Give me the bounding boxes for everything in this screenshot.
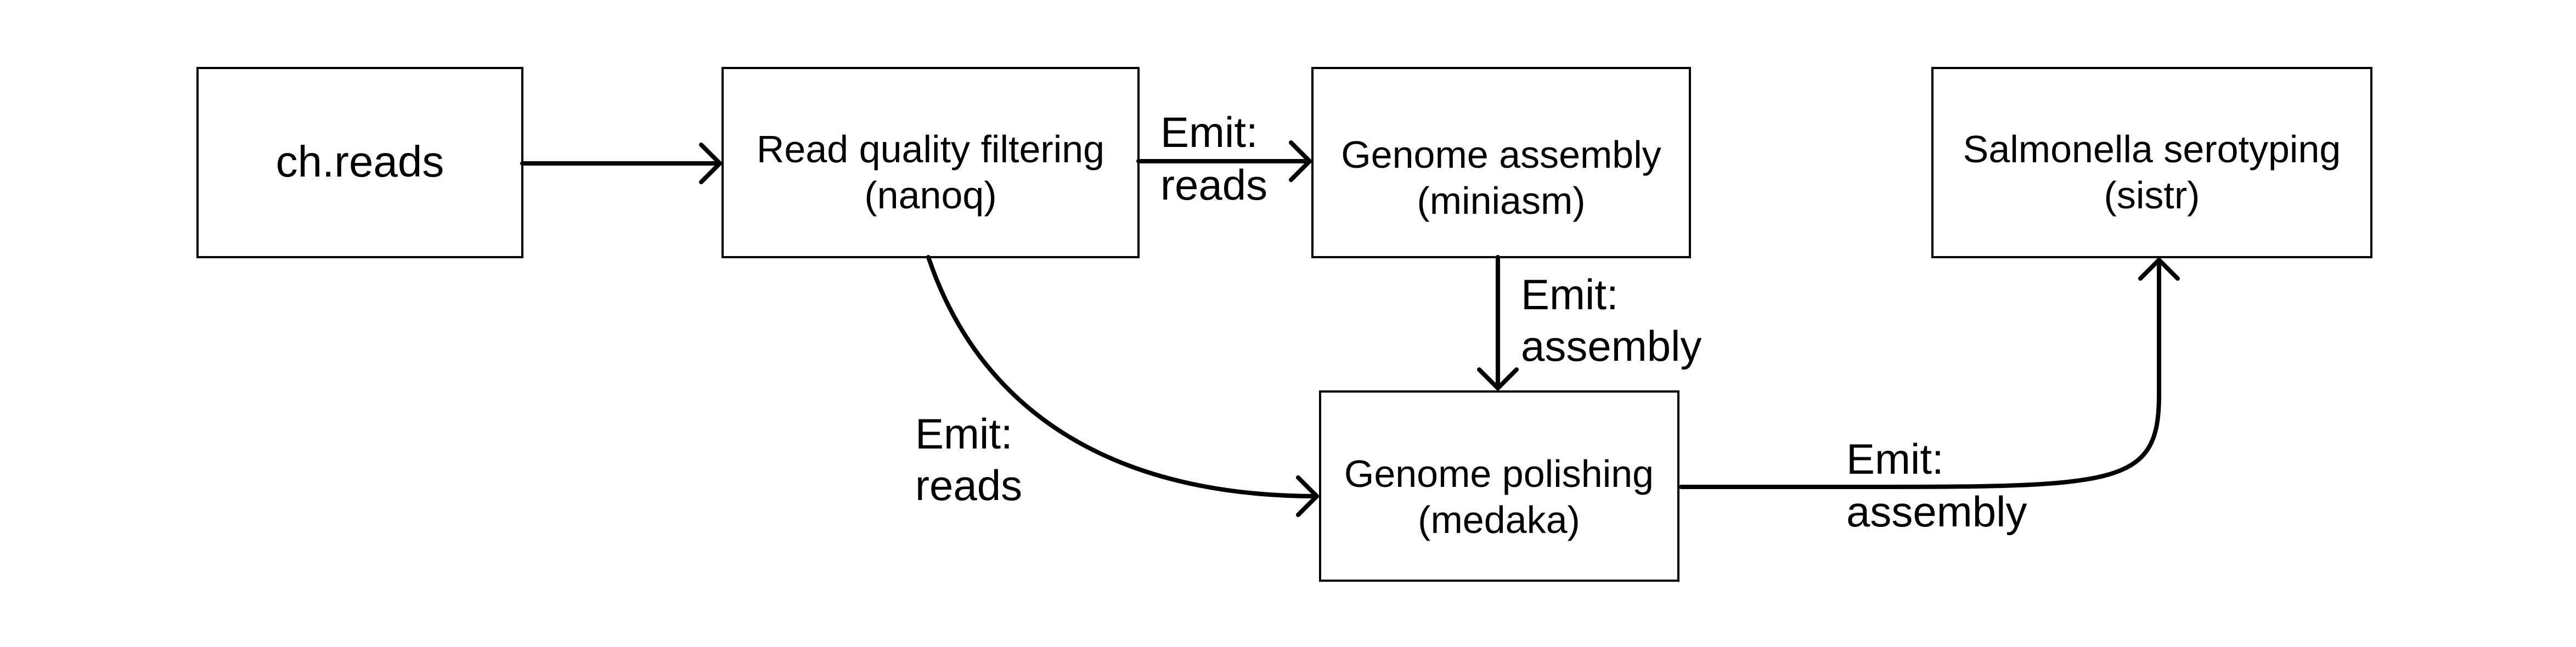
node-sistr-label-line1: Salmonella serotyping bbox=[1963, 128, 2341, 171]
node-medaka-label-line2: (medaka) bbox=[1418, 498, 1580, 541]
node-medaka-box bbox=[1319, 390, 1679, 582]
edge-nanoq-to-medaka: Emit: reads bbox=[915, 255, 1319, 517]
edge-nanoq-to-miniasm-label-line2: reads bbox=[1160, 161, 1267, 209]
node-nanoq-label-line1: Read quality filtering bbox=[757, 128, 1104, 171]
edge-nanoq-to-miniasm-arrowhead bbox=[1289, 140, 1312, 182]
edge-nanoq-to-medaka-line bbox=[926, 255, 1319, 498]
node-miniasm-box bbox=[1311, 67, 1691, 258]
edge-medaka-to-sistr-label-line2: assembly bbox=[1846, 487, 2027, 536]
node-nanoq: Read quality filtering (nanoq) bbox=[721, 67, 1140, 258]
node-input-box bbox=[196, 67, 523, 258]
node-sistr-label-line2: (sistr) bbox=[2104, 174, 2200, 217]
node-medaka-label-line1: Genome polishing bbox=[1344, 452, 1654, 495]
node-sistr: Salmonella serotyping (sistr) bbox=[1931, 67, 2372, 258]
edge-miniasm-to-medaka: Emit: assembly bbox=[1477, 255, 1701, 390]
node-miniasm: Genome assembly (miniasm) bbox=[1311, 67, 1691, 258]
node-medaka: Genome polishing (medaka) bbox=[1319, 390, 1679, 582]
node-nanoq-box bbox=[721, 67, 1140, 258]
edge-medaka-to-sistr-arrowhead bbox=[2138, 258, 2180, 281]
edge-nanoq-to-miniasm: Emit: reads bbox=[1136, 108, 1312, 209]
node-input: ch.reads bbox=[196, 67, 523, 258]
edge-miniasm-to-medaka-arrowhead bbox=[1477, 367, 1519, 390]
edge-medaka-to-sistr-label-line1: Emit: bbox=[1846, 435, 1944, 483]
node-miniasm-label-line1: Genome assembly bbox=[1341, 133, 1661, 176]
edge-nanoq-to-medaka-label-line1: Emit: bbox=[915, 410, 1013, 458]
edge-nanoq-to-miniasm-label-line1: Emit: bbox=[1160, 108, 1258, 156]
edge-medaka-to-sistr-line bbox=[1679, 258, 2161, 489]
edge-miniasm-to-medaka-label-line1: Emit: bbox=[1521, 270, 1619, 319]
edge-medaka-to-sistr: Emit: assembly bbox=[1679, 258, 2180, 536]
node-nanoq-label-line2: (nanoq) bbox=[864, 174, 996, 217]
edge-nanoq-to-medaka-arrowhead bbox=[1296, 475, 1319, 517]
edge-miniasm-to-medaka-label-line2: assembly bbox=[1521, 322, 1701, 370]
node-input-label: ch.reads bbox=[276, 137, 444, 186]
edge-nanoq-to-medaka-label-line2: reads bbox=[915, 461, 1022, 509]
edge-input-to-nanoq bbox=[520, 143, 722, 184]
node-miniasm-label-line2: (miniasm) bbox=[1417, 179, 1585, 222]
node-sistr-box bbox=[1931, 67, 2372, 258]
edge-input-to-nanoq-arrowhead bbox=[699, 143, 722, 184]
